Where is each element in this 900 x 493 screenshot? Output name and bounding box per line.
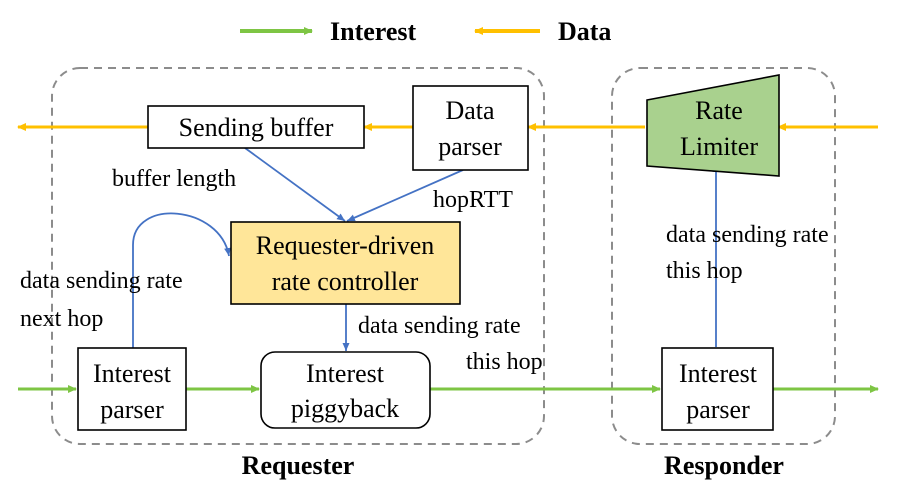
responder-label: Responder [664, 451, 784, 480]
interest-parser-requester-line2: parser [100, 395, 164, 424]
legend-interest-label: Interest [330, 17, 417, 46]
next-hop-rate-arrow [132, 212, 232, 348]
rate-next-hop-line1: data sending rate [20, 268, 183, 294]
buffer-length-arrow [244, 147, 346, 222]
interest-parser-requester-box: Interest parser [77, 347, 187, 431]
rate-limiter-line1: Rate [695, 96, 743, 125]
hoprtt-arrow [346, 169, 464, 222]
buffer-length-label: buffer length [112, 166, 236, 192]
responder-group [611, 67, 836, 445]
rate-this-hop-responder-line2: this hop [666, 258, 743, 284]
data-parser-label-line2: parser [438, 132, 502, 161]
rate-controller-label-line1: Requester-driven [256, 231, 435, 260]
data-parser-label-line1: Data [445, 96, 495, 125]
requester-label: Requester [242, 451, 355, 480]
sending-buffer-label: Sending buffer [179, 113, 334, 142]
hoprtt-label: hopRTT [433, 187, 513, 213]
interest-parser-responder-line1: Interest [679, 359, 758, 388]
rate-this-hop-responder-line1: data sending rate [666, 222, 829, 248]
rate-limiter-box: Rate Limiter [646, 74, 780, 177]
rate-this-hop-requester-line1: data sending rate [358, 313, 521, 339]
interest-piggyback-line2: piggyback [291, 394, 399, 423]
rate-limiter-line2: Limiter [680, 132, 758, 161]
rate-next-hop-line2: next hop [20, 306, 103, 332]
interest-parser-responder-line2: parser [686, 395, 750, 424]
interest-piggyback-box: Interest piggyback [260, 351, 431, 429]
requester-group [51, 67, 545, 445]
sending-buffer-box: Sending buffer [147, 105, 365, 149]
rate-controller-label-line2: rate controller [272, 267, 419, 296]
interest-parser-requester-line1: Interest [93, 359, 172, 388]
interest-parser-responder-box: Interest parser [661, 347, 774, 431]
legend-data-label: Data [558, 17, 611, 46]
rate-this-hop-requester-line2: this hop [466, 349, 543, 375]
rate-controller-box: Requester-driven rate controller [230, 221, 461, 305]
interest-piggyback-line1: Interest [306, 359, 385, 388]
data-parser-box: Data parser [412, 85, 529, 171]
